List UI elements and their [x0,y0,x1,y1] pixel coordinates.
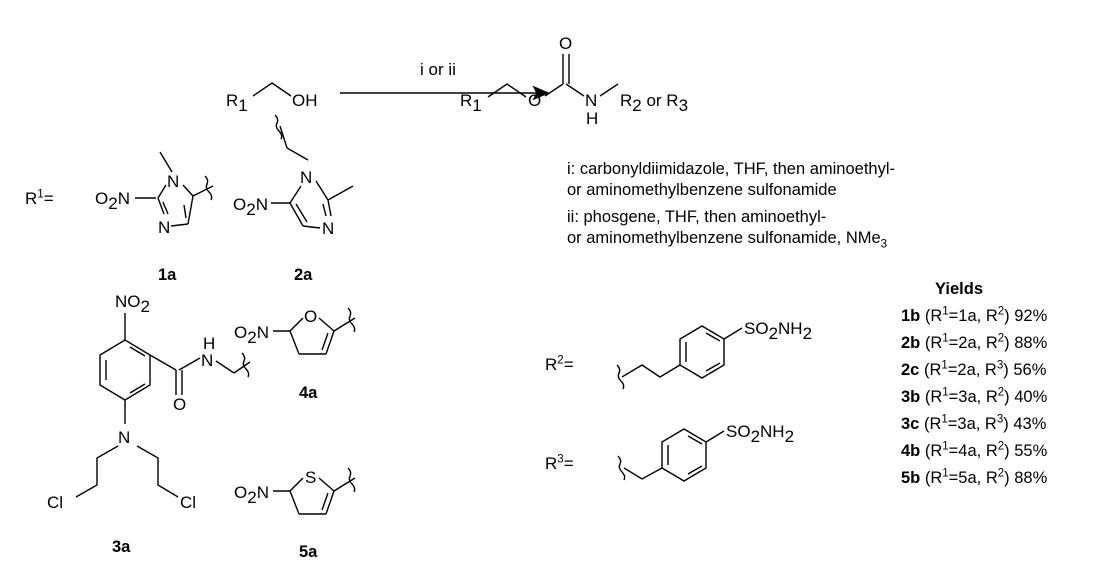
svg-text:H: H [203,334,215,353]
yield-percent: 40% [1014,388,1048,406]
r2-label: R2= [545,354,574,374]
condition-i: i: carbonyldiimidazole, THF, then aminoe… [567,160,896,199]
yields-list: 1b (R1=1a, R2) 92% 2b (R1=2a, R2) 88% 2c (… [901,303,1047,492]
yield-compound: 5b [901,469,921,487]
yield-compound: 1b [901,307,921,325]
svg-text:NO2: NO2 [115,292,150,316]
label-4a: 4a [299,384,318,402]
svg-text:Cl: Cl [180,493,196,512]
yield-compound: 3c [901,415,920,433]
yield-row: 3b (R1=3a, R2) 40% [901,386,1048,406]
label-3a: 3a [112,538,131,556]
reaction-reagents: i or ii [420,60,456,79]
svg-text:O2N: O2N [234,483,269,507]
svg-text:N: N [158,218,170,237]
yield-percent: 43% [1013,415,1047,433]
svg-text:N: N [201,351,213,370]
r3-label: R3= [545,453,574,473]
product-n: N [585,91,597,110]
reaction-scheme: R1 OH i or ii R1 O O N H R2 or R3 [226,34,688,128]
product-rgroup: R2 or R3 [620,91,688,115]
product-carbonyl-o: O [559,34,572,53]
yield-row: 4b (R1=4a, R2) 55% [901,440,1048,460]
yield-row: 5b (R1=5a, R2) 88% [901,467,1048,487]
svg-text:Cl: Cl [47,493,63,512]
yield-percent: 92% [1014,307,1048,325]
svg-text:N: N [322,219,334,238]
reactant-r1: R1 [226,91,248,115]
product-r1: R1 [460,91,482,115]
condition-ii: ii: phosgene, THF, then aminoethyl- or a… [567,208,888,251]
product-ester-o: O [528,91,541,110]
yield-compound: 3b [901,388,921,406]
yield-row: 2b (R1=2a, R2) 88% [901,332,1048,352]
yield-compound: 2c [901,361,920,379]
label-2a: 2a [294,266,313,284]
yield-percent: 56% [1013,361,1047,379]
svg-text:S: S [305,468,316,487]
yield-row: 3c (R1=3a, R3) 43% [901,413,1047,433]
svg-text:O2N: O2N [234,323,269,347]
yield-compound: 4b [901,442,921,460]
r1-label: R1= [25,188,54,208]
yield-compound: 2b [901,334,921,352]
product-h: H [586,109,598,128]
yield-row: 1b (R1=1a, R2) 92% [901,305,1048,325]
yield-percent: 88% [1014,469,1048,487]
svg-text:O2N: O2N [95,189,130,213]
reactant-oh: OH [292,91,318,110]
yield-row: 2c (R1=2a, R3) 56% [901,359,1047,379]
yield-percent: 88% [1014,334,1048,352]
r2-sulfonamide: SO2NH2 [744,319,812,343]
svg-text:O: O [304,307,317,326]
svg-text:O: O [173,395,186,414]
r3-sulfonamide: SO2NH2 [726,422,794,446]
svg-text:N: N [300,168,312,187]
svg-text:N: N [118,428,130,447]
yields-title: Yields [935,280,983,298]
svg-text:N: N [167,172,179,191]
label-1a: 1a [158,266,177,284]
label-5a: 5a [299,543,318,561]
yield-percent: 55% [1014,442,1048,460]
svg-text:O2N: O2N [233,195,268,219]
